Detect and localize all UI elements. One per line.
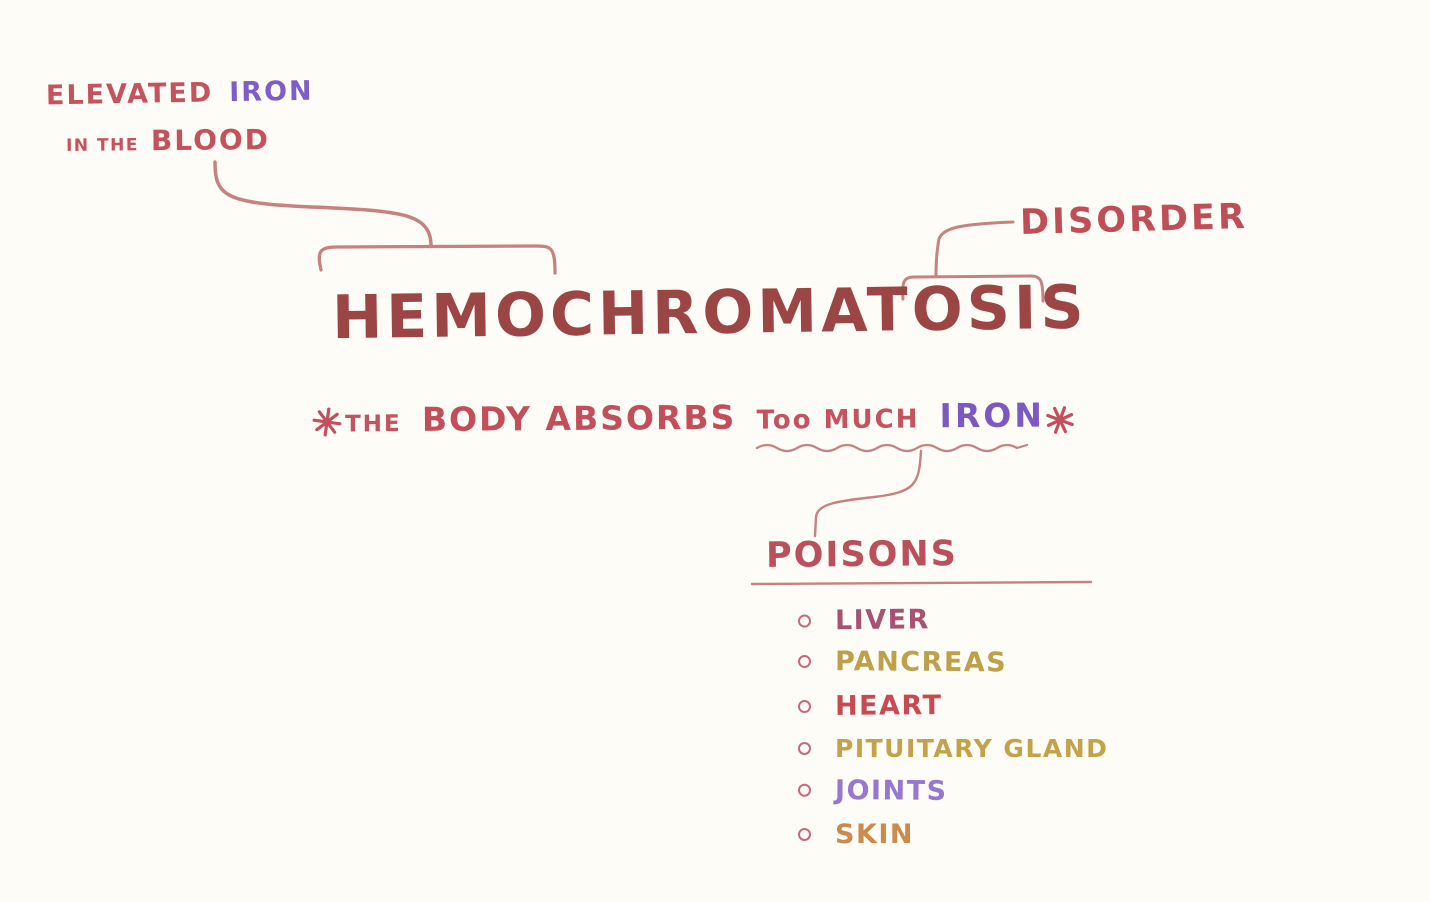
iron-to-poisons-connector	[813, 449, 923, 538]
poisons-heading: POISONS	[765, 534, 959, 576]
bullet-icon	[797, 654, 812, 668]
subtitle-body-absorbs: BODY ABSORBS	[421, 397, 737, 439]
asterisk-right-icon	[1046, 406, 1074, 434]
subtitle-iron: IRON	[939, 395, 1046, 436]
page-title: HEMOCHROMATOSIS	[331, 272, 1088, 354]
subtitle-the: THE	[344, 411, 402, 438]
elevated-label: ELEVATED	[45, 77, 214, 112]
list-item: HEART	[797, 688, 1109, 722]
bullet-icon	[798, 827, 811, 841]
list-item: SKIN	[798, 818, 1108, 850]
bullet-icon	[797, 699, 812, 713]
elevated-iron-note-line2: IN THE BLOOD	[66, 123, 270, 158]
blood-to-title-connector	[213, 160, 433, 248]
poison-label-pituitary-gland: PITUITARY GLAND	[835, 733, 1109, 763]
list-item: JOINTS	[797, 774, 1109, 809]
blood-label: BLOOD	[150, 123, 271, 158]
poison-label-heart: HEART	[834, 689, 943, 722]
disorder-connector	[934, 220, 1015, 278]
poison-label-pancreas: PANCREAS	[834, 645, 1008, 678]
bullet-icon	[798, 741, 811, 755]
poisons-underline	[750, 580, 1093, 586]
list-item: PITUITARY GLAND	[798, 732, 1108, 764]
bullet-icon	[797, 783, 812, 797]
asterisk-left-icon	[312, 407, 342, 437]
subtitle: THE BODY ABSORBS Too MUCH IRON	[345, 396, 1045, 440]
iron-label: IRON	[228, 75, 314, 109]
poisons-list: LIVER PANCREAS HEART PITUITARY GLAND JOI…	[797, 601, 1109, 850]
list-item: PANCREAS	[797, 645, 1109, 679]
poison-label-skin: SKIN	[835, 818, 915, 850]
poison-label-joints: JOINTS	[834, 774, 948, 807]
subtitle-too-much: Too MUCH	[756, 404, 920, 436]
title-left-bracket	[317, 244, 557, 275]
poison-label-liver: LIVER	[834, 603, 931, 636]
iron-squiggle-underline	[755, 443, 1029, 453]
list-item: LIVER	[797, 601, 1109, 636]
disorder-label: DISORDER	[1019, 197, 1249, 243]
elevated-iron-note-line1: ELEVATED IRON	[46, 76, 314, 112]
connector-group	[213, 160, 1093, 586]
in-the-label: IN THE	[65, 135, 140, 156]
bullet-icon	[797, 613, 812, 628]
